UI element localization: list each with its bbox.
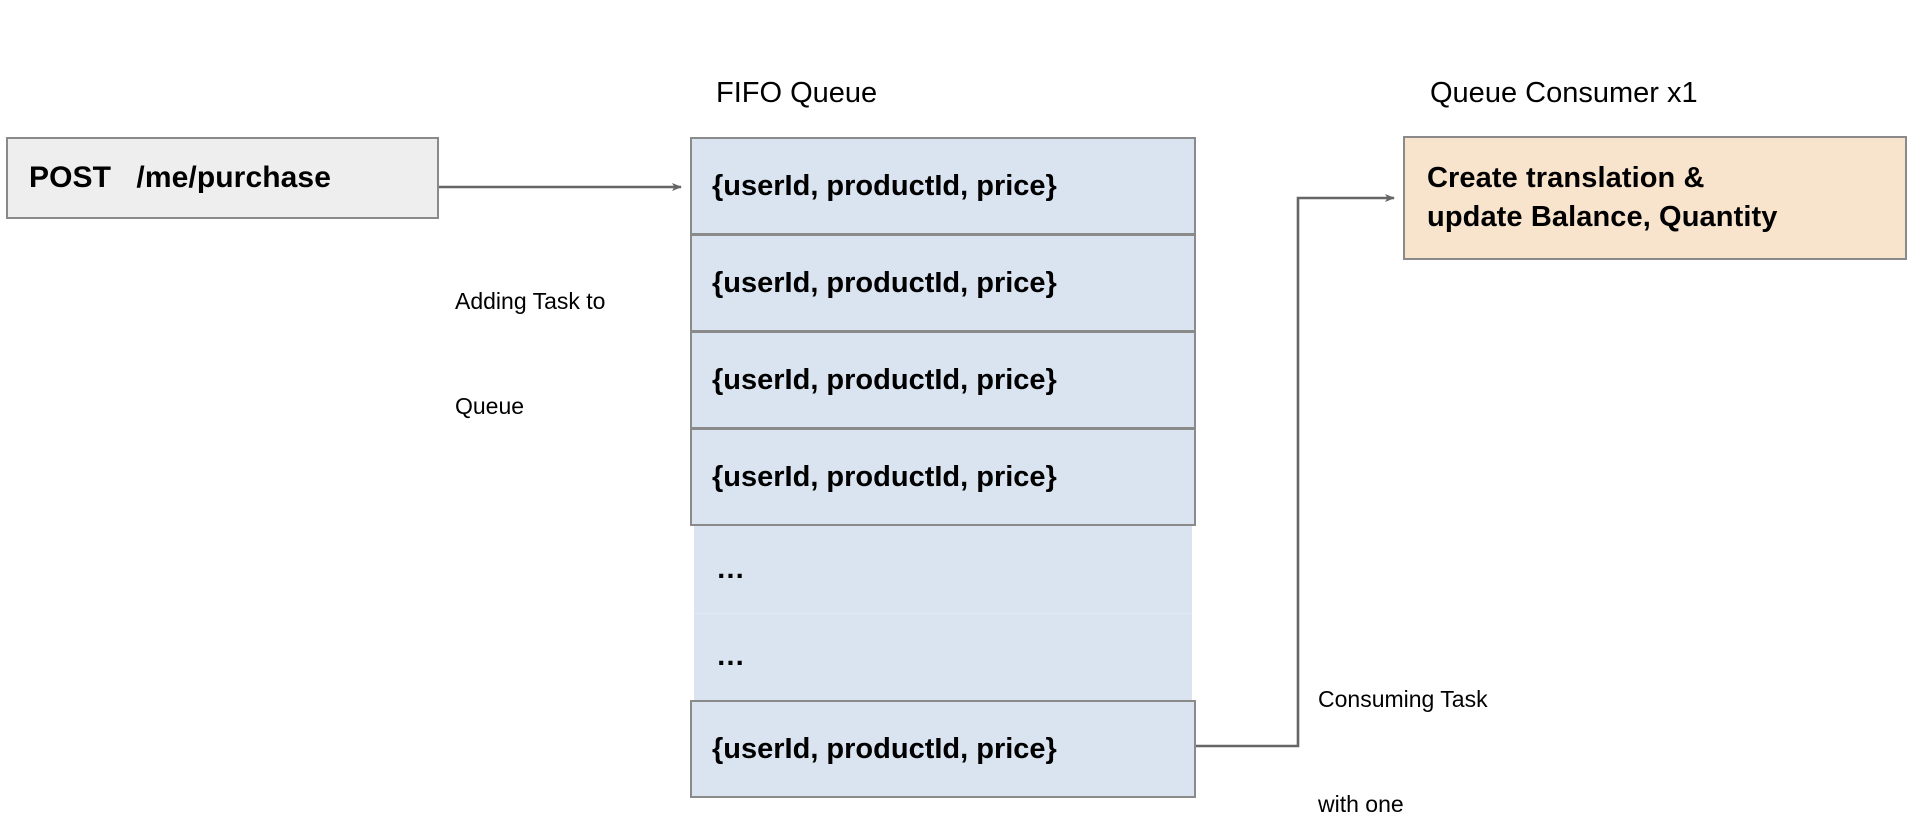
edge-label-enqueue: Adding Task to Queue [455,214,605,494]
fifo-queue: {userId, productId, price} {userId, prod… [690,137,1196,798]
edge-label-consume-line1: Consuming Task [1318,685,1488,712]
queue-cell[interactable]: {userId, productId, price} [690,331,1196,429]
queue-cell-ellipsis: … [694,613,1192,700]
consumer-task-line2: update Balance, Quantity [1427,201,1778,233]
queue-title: FIFO Queue [716,77,878,109]
queue-cell-label: {userId, productId, price} [712,266,1057,299]
edge-label-consume: Consuming Task with one Consumer [1318,612,1488,836]
queue-cell-label: {userId, productId, price} [712,363,1057,396]
queue-cell[interactable]: {userId, productId, price} [690,700,1196,798]
queue-cell[interactable]: {userId, productId, price} [690,428,1196,526]
queue-cell[interactable]: {userId, productId, price} [690,234,1196,332]
edge-label-consume-line2: with one [1318,790,1404,817]
queue-cell-ellipsis: … [694,526,1192,613]
queue-cell-label: … [716,640,747,672]
queue-cell-label: {userId, productId, price} [712,169,1057,202]
consumer-task-box[interactable]: Create translation & update Balance, Quan… [1403,136,1907,260]
queue-cell-label: {userId, productId, price} [712,460,1057,493]
queue-cell-label: … [716,553,747,585]
endpoint-label: POST /me/purchase [29,160,332,194]
consumer-task-label: Create translation & update Balance, Quan… [1405,159,1777,236]
edge-label-enqueue-line2: Queue [455,392,525,419]
endpoint-post-box[interactable]: POST /me/purchase [6,137,439,219]
consumer-task-line1: Create translation & [1427,162,1705,195]
edge-label-enqueue-line1: Adding Task to [455,287,606,314]
queue-cell-label: {userId, productId, price} [712,732,1057,765]
consumer-title: Queue Consumer x1 [1430,77,1698,109]
queue-cell[interactable]: {userId, productId, price} [690,137,1196,235]
